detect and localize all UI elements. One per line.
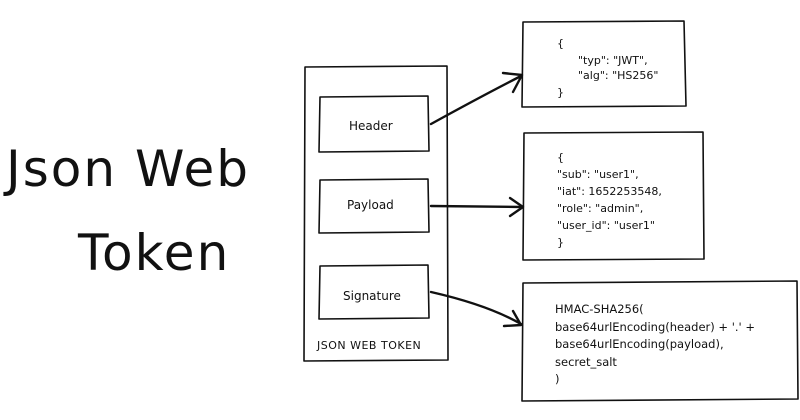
arrows	[429, 71, 525, 328]
signature-part-label: Signature	[343, 289, 401, 303]
header-part-box: Header	[318, 95, 430, 153]
token-container: JSON WEB TOKEN	[303, 65, 449, 362]
arrow-signature-head	[502, 309, 523, 328]
payload-part-box: Payload	[318, 178, 430, 234]
title-line-1: Json Web	[3, 140, 250, 198]
payload-part-label: Payload	[347, 198, 394, 212]
signature-code-border	[521, 280, 799, 402]
header-json-line-1: {	[557, 37, 564, 50]
signature-code-box: HMAC-SHA256( base64urlEncoding(header) +…	[521, 280, 799, 402]
payload-json-line-4: "role": "admin",	[557, 202, 643, 215]
title-group: Json Web Token	[3, 140, 250, 282]
header-json-line-2: "typ": "JWT",	[578, 54, 648, 67]
payload-json-line-2: "sub": "user1",	[557, 168, 639, 181]
title-line-2: Token	[77, 224, 230, 282]
header-part-border	[318, 95, 430, 153]
signature-part-box: Signature	[318, 264, 430, 320]
payload-json-line-6: }	[557, 236, 564, 249]
arrow-header-to-json	[429, 74, 523, 126]
arrow-signature-to-code	[429, 290, 523, 326]
header-json-line-4: }	[557, 86, 564, 99]
payload-part-border	[318, 178, 430, 234]
token-caption: JSON WEB TOKEN	[316, 339, 421, 352]
payload-json-line-3: "iat": 1652253548,	[557, 185, 662, 198]
signature-code-line-3: base64urlEncoding(payload),	[555, 337, 724, 351]
header-json-line-3: "alg": "HS256"	[578, 69, 658, 82]
header-part-label: Header	[349, 119, 393, 133]
signature-part-border	[318, 264, 430, 320]
signature-code-line-4: secret_salt	[555, 355, 617, 369]
payload-json-box: { "sub": "user1", "iat": 1652253548, "ro…	[522, 131, 705, 261]
signature-code-line-5: )	[555, 372, 560, 386]
token-container-border	[303, 65, 449, 362]
arrow-payload-to-json	[429, 204, 524, 209]
signature-code-line-1: HMAC-SHA256(	[555, 302, 644, 316]
signature-code-line-2: base64urlEncoding(header) + '.' +	[555, 320, 755, 334]
header-json-border	[521, 20, 687, 108]
payload-json-border	[522, 131, 705, 261]
payload-json-line-1: {	[557, 151, 564, 164]
payload-json-line-5: "user_id": "user1"	[557, 219, 655, 232]
header-json-box: { "typ": "JWT", "alg": "HS256" }	[521, 20, 687, 108]
